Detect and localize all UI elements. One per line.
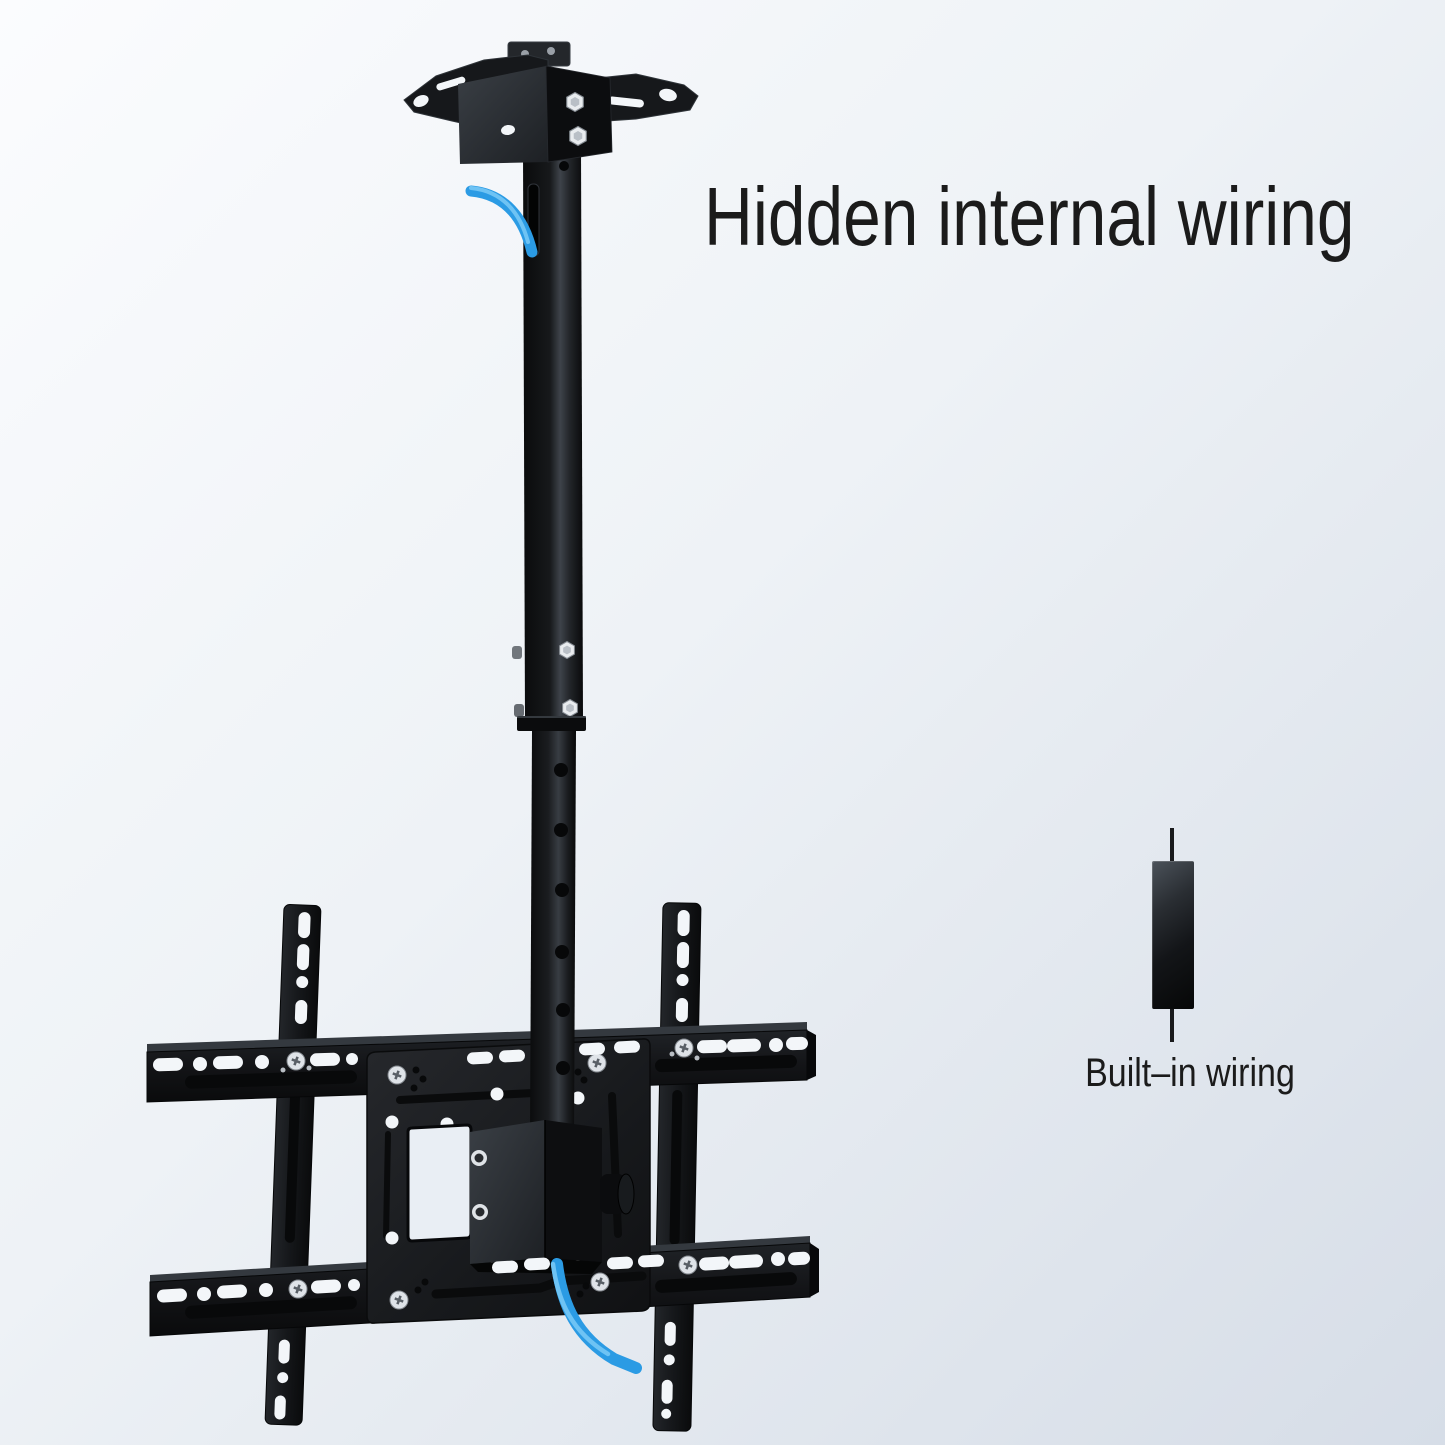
height-adjustment-holes: [554, 763, 570, 1075]
telescope-collar: [517, 716, 586, 731]
builtin-wiring-callout: Built–in wiring: [1040, 820, 1340, 1110]
bracket-block-left-face: [458, 66, 548, 164]
telescoping-pole: [512, 150, 586, 1138]
ceiling-bracket: [403, 41, 699, 164]
bracket-block-right-face: [545, 65, 613, 163]
pole-lower-tube: [530, 731, 576, 1138]
cable-window-cutout: [406, 1123, 473, 1243]
hidden-cable-top: [465, 185, 538, 258]
built-in-wiring-pipe-icon: [1152, 861, 1194, 1009]
builtin-wiring-label: Built–in wiring: [1085, 1051, 1295, 1095]
vesa-rail-right: [652, 902, 702, 1432]
hidden-cable-bottom: [550, 1258, 642, 1374]
vesa-plate-bottom-slots: [492, 1254, 664, 1274]
headline-hidden-internal-wiring: Hidden internal wiring: [704, 170, 1355, 263]
pivot-block: [470, 1120, 635, 1274]
vesa-rail-left: [264, 904, 322, 1426]
pole-upper-tube: [523, 150, 583, 722]
